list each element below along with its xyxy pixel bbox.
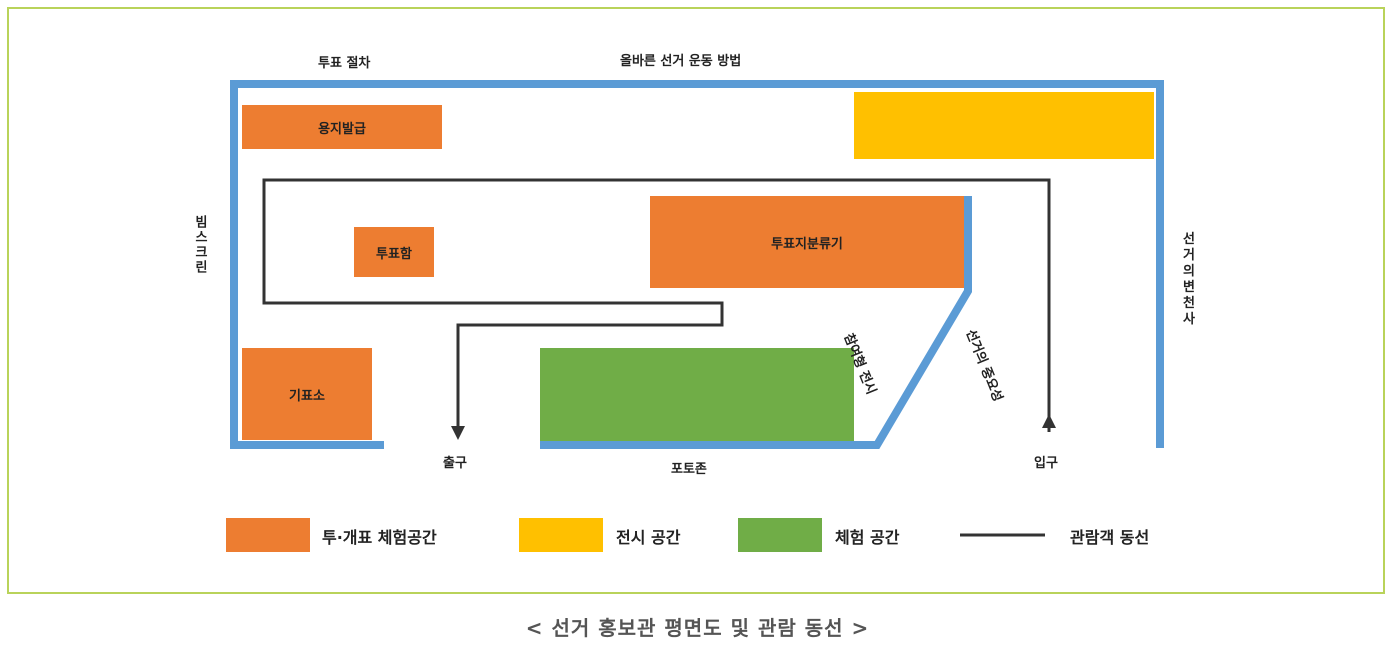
legend-swatch-yellow [519, 518, 603, 552]
exhibit-space-yellow [854, 92, 1154, 159]
legend-label-orange: 투·개표 체험공간 [322, 528, 437, 547]
figure-caption: < 선거 홍보관 평면도 및 관람 동선 > [525, 616, 870, 640]
label-photo-zone: 포토존 [671, 462, 707, 477]
label-exit: 출구 [443, 456, 467, 471]
legend-label-route: 관람객 동선 [1070, 528, 1150, 547]
label-campaign-method: 올바른 선거 운동 방법 [620, 54, 742, 69]
wall-main [230, 80, 1164, 449]
legend-swatch-orange [226, 518, 310, 552]
legend-label-green: 체험 공간 [835, 528, 900, 547]
label-beam-screen: 빔스크린 [192, 215, 207, 275]
visitor-route [262, 178, 1051, 432]
label-entrance: 입구 [1034, 456, 1058, 471]
diagram-frame [7, 7, 1385, 594]
entrance-arrow-icon [1042, 414, 1056, 428]
wall-inner [540, 196, 972, 449]
room-ballot-sorter: 투표지분류기 [650, 196, 964, 288]
room-ballot-issue: 용지발급 [242, 105, 442, 149]
room-voting-booth-label: 기표소 [289, 388, 325, 404]
photo-zone-area [540, 348, 854, 441]
label-vote-procedure: 투표 절차 [318, 56, 371, 71]
room-ballot-issue-label: 용지발급 [318, 121, 366, 137]
exit-arrow-icon [451, 426, 465, 440]
room-ballot-box-label: 투표함 [376, 246, 412, 262]
room-ballot-sorter-label: 투표지분류기 [771, 236, 843, 252]
legend-swatch-green [738, 518, 822, 552]
room-voting-booth: 기표소 [242, 348, 372, 440]
legend-label-yellow: 전시 공간 [616, 528, 681, 547]
label-election-history: 선거의 변천사 [1183, 232, 1195, 327]
room-ballot-box: 투표함 [354, 227, 434, 277]
